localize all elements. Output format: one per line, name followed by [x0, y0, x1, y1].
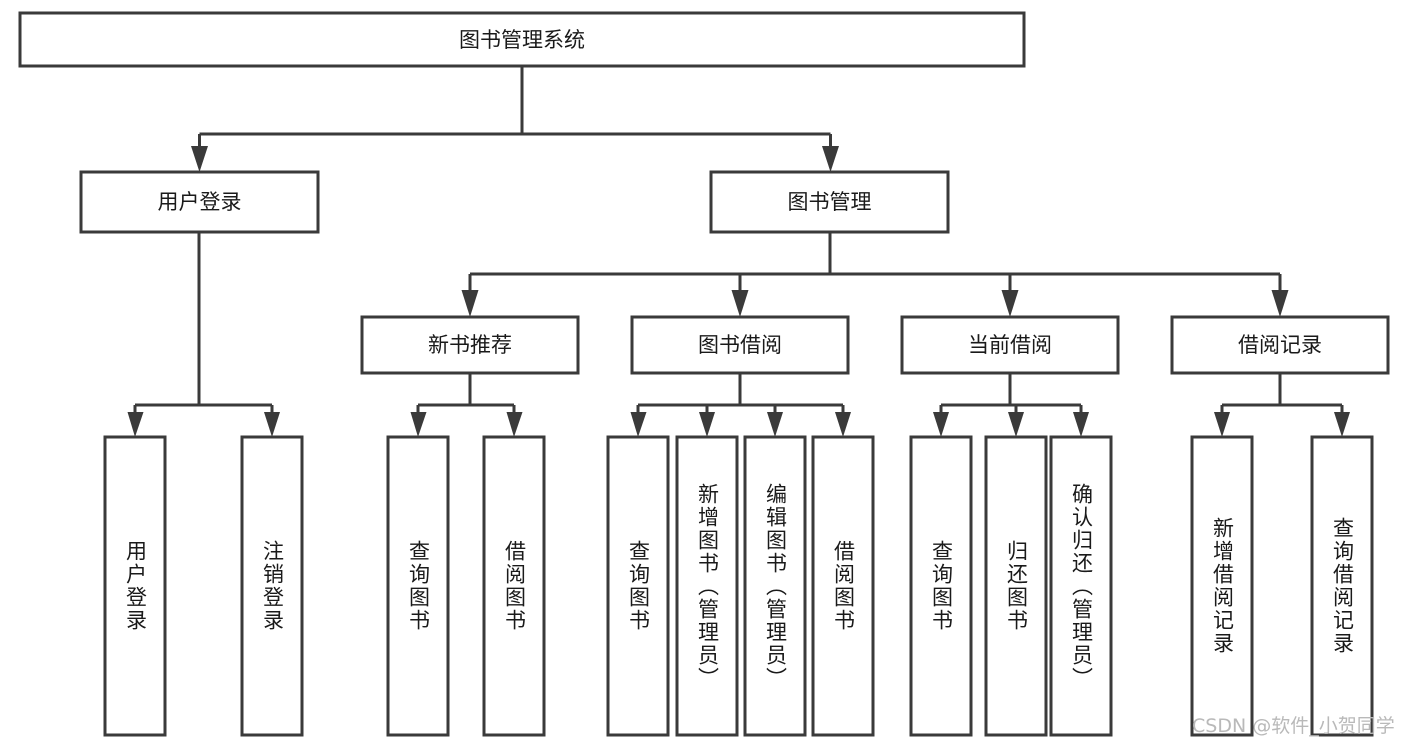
arrow-head-leaf-query-book-1	[410, 412, 427, 437]
node-book-borrow[interactable]: 图书借阅	[630, 315, 850, 375]
leaf-box-confirm-return[interactable]	[1049, 435, 1113, 737]
connector-group-book-mgmt	[461, 232, 1289, 317]
node-book-borrow-box[interactable]	[630, 315, 850, 375]
arrow-head-leaf-query-book-2	[630, 412, 647, 437]
node-borrow-records-box[interactable]	[1170, 315, 1390, 375]
connector-group-current	[933, 373, 1089, 437]
arrow-head-leaf-edit-book	[767, 412, 783, 437]
arrow-head-current	[1001, 290, 1019, 317]
node-new-book-recommend-label: 新书推荐	[428, 333, 512, 357]
node-book-management-box[interactable]	[709, 170, 950, 234]
arrow-head-leaf-query-book-3	[933, 412, 949, 437]
node-root-system-label: 图书管理系统	[459, 28, 585, 52]
arrow-head-leaf-add-book	[699, 412, 715, 437]
leaf-box-add-book[interactable]	[675, 435, 739, 737]
node-current-borrow[interactable]: 当前借阅	[900, 315, 1120, 375]
node-root-system-box[interactable]	[18, 11, 1026, 68]
leaf-box-query-book-3[interactable]	[909, 435, 973, 737]
leaf-box-return-book[interactable]	[984, 435, 1048, 737]
leaf-box-query-record[interactable]	[1310, 435, 1374, 737]
leaf-box-query-book-1[interactable]	[386, 435, 450, 737]
leaf-boxes	[103, 435, 1374, 737]
node-root-system[interactable]: 图书管理系统	[18, 11, 1026, 68]
node-user-login-box[interactable]	[79, 170, 320, 234]
arrow-head-leaf-logout	[264, 412, 280, 437]
node-new-book-recommend-box[interactable]	[360, 315, 580, 375]
arrow-head-leaf-borrow-book-1	[506, 412, 523, 437]
node-user-login-label: 用户登录	[158, 190, 242, 214]
leaf-box-add-record[interactable]	[1190, 435, 1254, 737]
connector-group-records	[1214, 373, 1350, 437]
node-current-borrow-box[interactable]	[900, 315, 1120, 375]
node-borrow-records[interactable]: 借阅记录	[1170, 315, 1390, 375]
arrow-head-user-login	[191, 146, 208, 172]
connector-group-new-books	[410, 373, 523, 437]
leaf-box-logout[interactable]	[240, 435, 304, 737]
leaf-box-query-book-2[interactable]	[606, 435, 670, 737]
arrow-head-leaf-confirm-return	[1073, 412, 1089, 437]
connector-group-user-login	[127, 232, 280, 437]
node-user-login[interactable]: 用户登录	[79, 170, 320, 234]
arrow-head-leaf-add-record	[1214, 412, 1230, 437]
leaf-box-borrow-book-1[interactable]	[482, 435, 546, 737]
node-book-borrow-label: 图书借阅	[698, 333, 782, 357]
arrow-head-leaf-query-record	[1334, 412, 1350, 437]
arrow-head-leaf-return-book	[1008, 412, 1024, 437]
leaf-box-edit-book[interactable]	[743, 435, 807, 737]
connector-group-root	[191, 66, 839, 172]
arrow-head-borrow	[731, 290, 749, 317]
node-new-book-recommend[interactable]: 新书推荐	[360, 315, 580, 375]
csdn-watermark: CSDN @软件_小贺同学	[1192, 715, 1395, 737]
arrow-head-records	[1271, 290, 1289, 317]
leaf-box-user-login[interactable]	[103, 435, 167, 737]
node-current-borrow-label: 当前借阅	[968, 333, 1052, 357]
arrow-head-new-books	[461, 290, 479, 317]
node-book-management[interactable]: 图书管理	[709, 170, 950, 234]
node-borrow-records-label: 借阅记录	[1238, 333, 1322, 357]
node-book-management-label: 图书管理	[788, 190, 872, 214]
leaf-box-borrow-book-2[interactable]	[811, 435, 875, 737]
arrow-head-leaf-user-login	[127, 412, 144, 437]
arrow-head-book-mgmt	[822, 146, 839, 172]
arrow-head-leaf-borrow-book-2	[835, 412, 851, 437]
connector-group-borrow	[630, 373, 851, 437]
